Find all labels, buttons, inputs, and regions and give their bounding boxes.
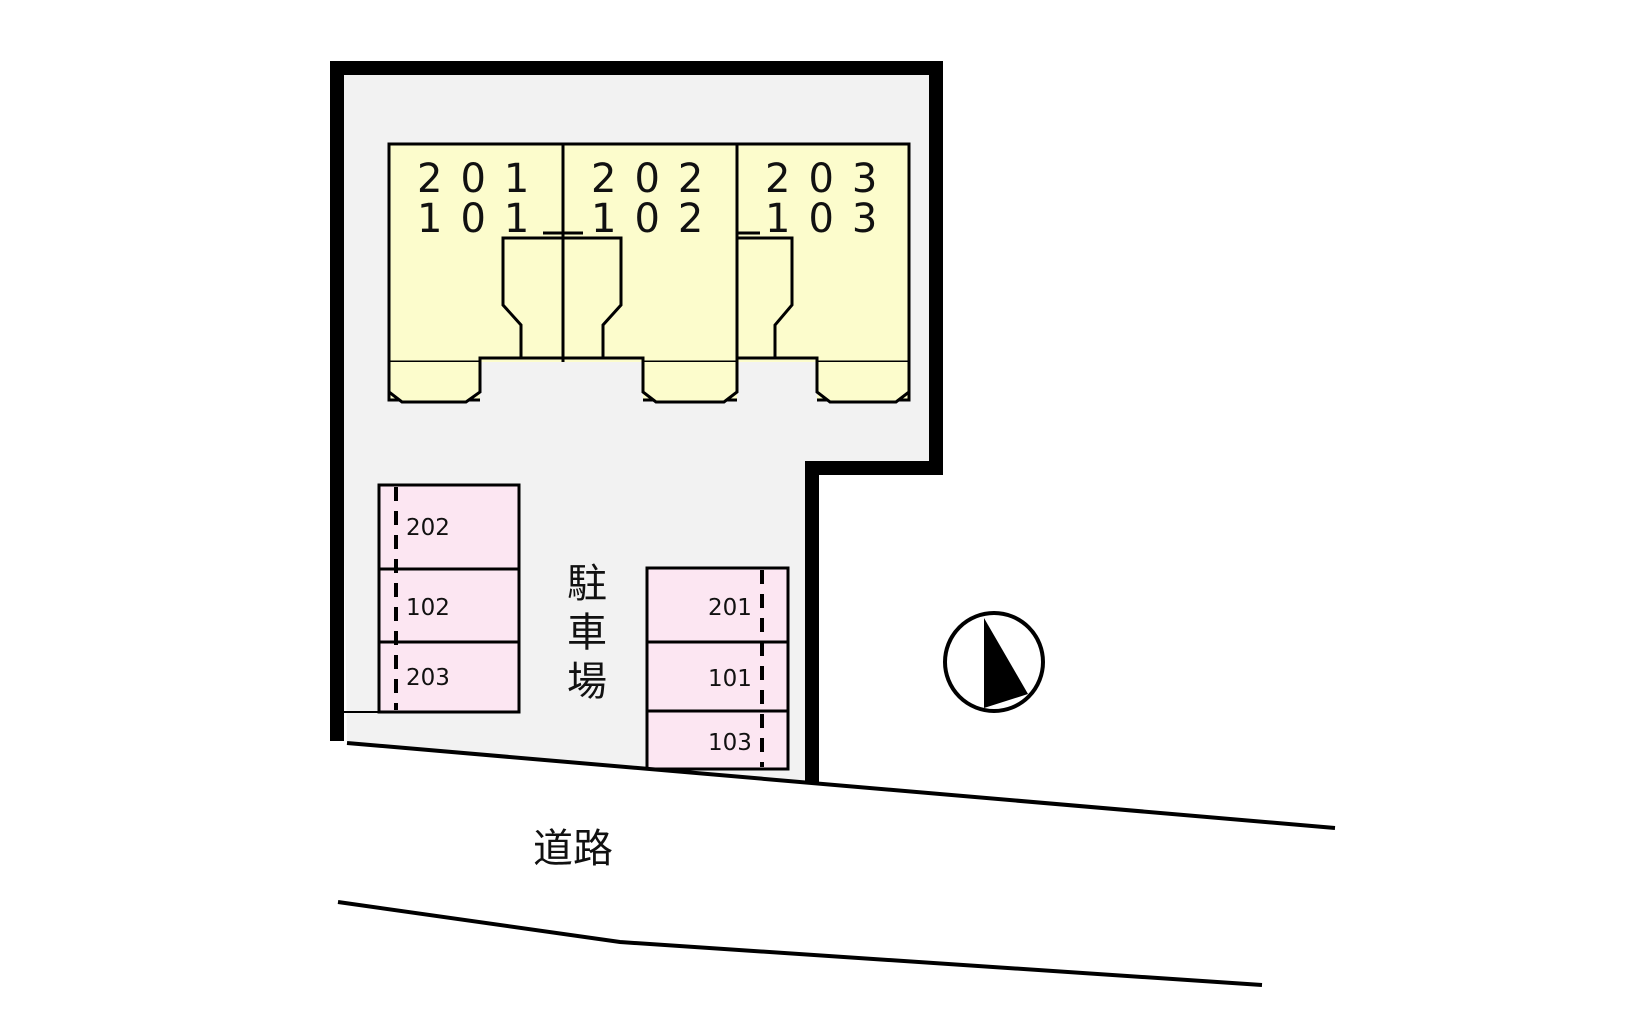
parking-space xyxy=(377,483,521,571)
parking-space xyxy=(645,640,790,713)
parking-label-char: 車 xyxy=(567,610,607,656)
parking-label-char: 場 xyxy=(567,659,607,705)
road-label: 道路 xyxy=(533,826,613,872)
unit-lower-label: 103 xyxy=(765,196,895,242)
parking-space xyxy=(645,709,790,771)
road-edge xyxy=(346,741,1336,830)
parking-slot-label: 102 xyxy=(406,595,450,621)
balcony xyxy=(641,362,739,404)
parking-space xyxy=(377,640,521,714)
parking-slot-label: 201 xyxy=(708,595,752,621)
parking-slot-label: 101 xyxy=(708,666,752,692)
road-edge xyxy=(337,900,1263,987)
balcony xyxy=(387,362,482,404)
parking-slot-label: 103 xyxy=(708,730,752,756)
unit-lower-label: 101 xyxy=(417,196,547,242)
parking-right: 201 101 103 xyxy=(645,566,790,771)
unit-lower-label: 102 xyxy=(591,196,721,242)
entry-alcove xyxy=(735,236,794,360)
unit-upper-label: 201 xyxy=(417,156,547,202)
parking-slot-label: 202 xyxy=(406,515,450,541)
entry-alcove xyxy=(561,236,623,360)
parking-slot-label: 203 xyxy=(406,665,450,691)
balcony xyxy=(815,362,911,404)
parking-space xyxy=(377,567,521,644)
unit-upper-label: 203 xyxy=(765,156,895,202)
parking-left: 202 102 203 xyxy=(377,483,521,714)
property-boundary xyxy=(330,61,943,782)
unit-upper-label: 202 xyxy=(591,156,721,202)
north-arrow-icon xyxy=(943,611,1045,713)
parking-label-char: 駐 xyxy=(567,561,607,607)
